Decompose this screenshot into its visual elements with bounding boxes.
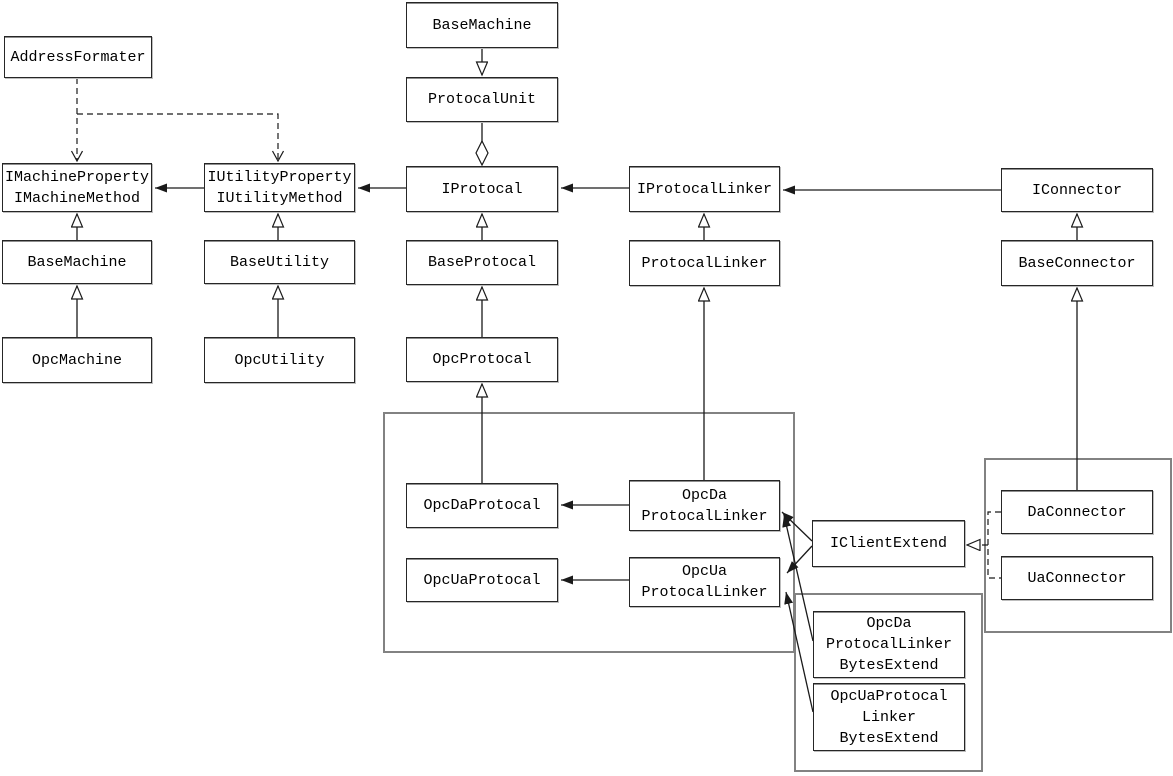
class-box-opc-da-protocal-linker-bytes-extend: OpcDa ProtocalLinker BytesExtend — [813, 611, 965, 678]
class-box-iprotocal-linker: IProtocalLinker — [629, 166, 780, 212]
edge-real-connectors-bus — [987, 511, 1001, 579]
class-box-opc-ua-protocal: OpcUaProtocal — [406, 558, 558, 602]
class-box-iconnector: IConnector — [1001, 168, 1153, 212]
edge-assoc-opcdaplbytes-opcdaprotocallinker — [782, 514, 814, 642]
class-box-base-utility: BaseUtility — [204, 240, 355, 284]
class-box-opc-utility: OpcUtility — [204, 337, 355, 383]
class-box-base-machine-top: BaseMachine — [406, 2, 558, 48]
edge-assoc-iclientextend-opcuaprotocallinker — [786, 545, 813, 574]
class-box-imachine-property-method: IMachineProperty IMachineMethod — [2, 163, 152, 212]
class-box-protocal-unit: ProtocalUnit — [406, 77, 558, 122]
class-box-opc-machine: OpcMachine — [2, 337, 152, 383]
class-box-ua-connector: UaConnector — [1001, 556, 1153, 600]
class-box-opc-da-protocal: OpcDaProtocal — [406, 483, 558, 528]
class-box-iutility-property-method: IUtilityProperty IUtilityMethod — [204, 163, 355, 212]
edge-dep-addressformater-iutility — [77, 113, 278, 161]
class-box-opc-protocal: OpcProtocal — [406, 337, 558, 382]
class-box-base-connector: BaseConnector — [1001, 240, 1153, 286]
edge-assoc-opcuaplbytes-opcuaprotocallinker — [784, 591, 814, 713]
class-box-address-formater: AddressFormater — [4, 36, 152, 78]
class-box-opc-ua-protocal-linker-bytes-extend: OpcUaProtocal Linker BytesExtend — [813, 683, 965, 751]
class-box-da-connector: DaConnector — [1001, 490, 1153, 534]
class-box-protocal-linker: ProtocalLinker — [629, 240, 780, 286]
class-box-base-protocal: BaseProtocal — [406, 240, 558, 285]
class-box-opc-da-protocal-linker: OpcDa ProtocalLinker — [629, 480, 780, 531]
class-box-iprotocal: IProtocal — [406, 166, 558, 212]
class-box-iclient-extend: IClientExtend — [812, 520, 965, 567]
class-box-base-machine: BaseMachine — [2, 240, 152, 284]
class-box-opc-ua-protocal-linker: OpcUa ProtocalLinker — [629, 557, 780, 607]
group-box-bytes-extend — [794, 593, 983, 772]
group-box-opc-protocal-impl — [383, 412, 795, 653]
aggregation-diamond-icon — [475, 139, 489, 167]
